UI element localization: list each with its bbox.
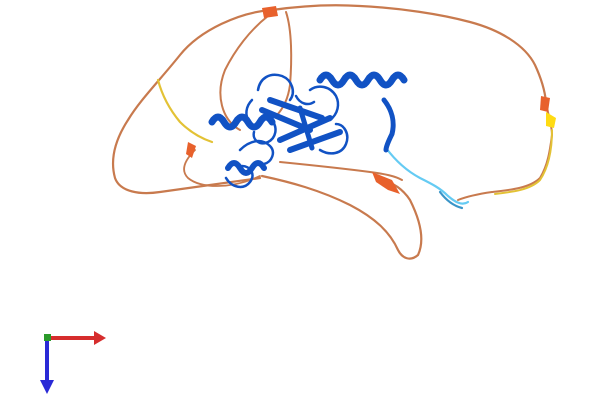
cyan-connector xyxy=(384,146,470,205)
central-strand-4 xyxy=(287,129,343,153)
domain-loop-8 xyxy=(245,98,254,124)
helix-lower-left xyxy=(225,160,267,176)
small-orange-strand xyxy=(186,142,196,158)
domain-loop-7 xyxy=(294,94,316,106)
cyan-connector-2 xyxy=(438,190,464,210)
domain-loop-4 xyxy=(318,122,349,155)
right-yellow-segment xyxy=(494,129,553,195)
central-strand-1 xyxy=(259,107,313,133)
central-strand-2 xyxy=(267,97,325,121)
structured-domain xyxy=(208,71,408,189)
right-yellow-block xyxy=(546,112,556,128)
domain-loop-6 xyxy=(252,118,277,145)
domain-loop-1 xyxy=(256,73,294,102)
helix-top-right xyxy=(316,71,408,89)
right-orange-fragment xyxy=(540,96,550,112)
x-axis-arrowhead xyxy=(94,331,106,345)
left-yellow-segment xyxy=(156,78,214,144)
bottom-orange-fragment xyxy=(372,172,400,194)
disordered-loops xyxy=(111,4,553,260)
lower-long-loop xyxy=(260,174,423,260)
helix-left xyxy=(208,113,276,131)
y-axis-arrowhead xyxy=(40,380,54,394)
central-strand-5 xyxy=(297,105,315,151)
xyz-axis-icon xyxy=(40,331,106,394)
right-descending-loop xyxy=(457,101,553,201)
inner-top-loop xyxy=(219,15,269,131)
domain-loop-5 xyxy=(224,164,254,189)
top-right-loop xyxy=(270,4,548,104)
mid-right-loop xyxy=(279,161,403,181)
left-bottom-loop xyxy=(183,149,261,187)
z-axis-marker xyxy=(44,334,51,341)
helix-right-tail xyxy=(381,97,396,153)
outer-left-loop xyxy=(111,8,274,195)
very-low-confidence-fragments xyxy=(186,6,556,194)
top-orange-fragment xyxy=(262,6,278,18)
domain-loop-3 xyxy=(238,139,275,166)
domain-loop-2 xyxy=(308,85,340,122)
inner-second-loop xyxy=(275,11,293,117)
